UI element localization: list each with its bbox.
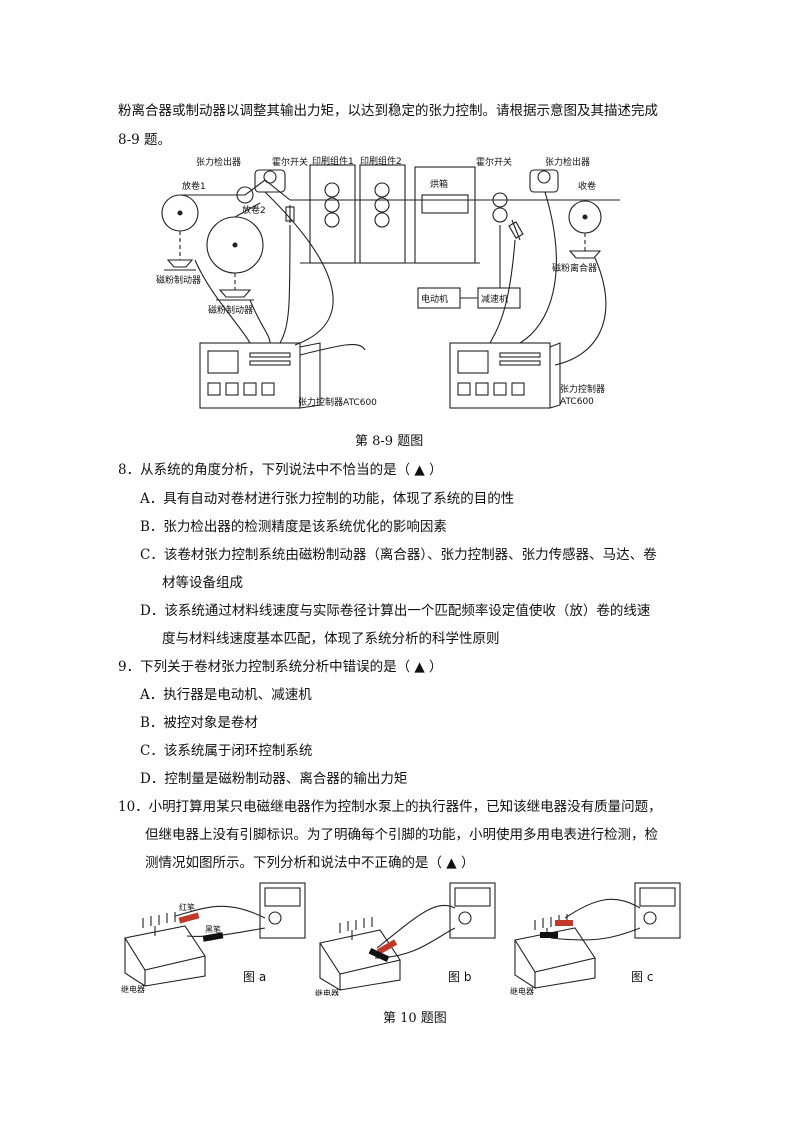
relay-label-a: 继电器 [121, 984, 145, 994]
q8-option-a: A．具有自动对卷材进行张力控制的功能，体现了系统的目的性 [140, 491, 515, 507]
tension-control-diagram: 张力检出器 霍尔开关 印刷组件1 印刷组件2 烘箱 霍尔开关 张力检出器 放卷1… [156, 155, 620, 409]
q8-option-c-line2: 材等设备组成 [162, 575, 243, 591]
label-hall-switch-right: 霍尔开关 [476, 156, 512, 168]
q9-option-d: D．控制量是磁粉制动器、离合器的输出力矩 [140, 771, 408, 787]
intro-line-1: 粉离合器或制动器以调整其输出力矩，以达到稳定的张力控制。请根据示意图及其描述完成 [118, 103, 658, 119]
relay-label-b: 继电器 [315, 988, 339, 996]
q8-option-d-line2: 度与材料线速度基本匹配，体现了系统分析的科学性原则 [162, 631, 500, 647]
label-reducer: 减速机 [481, 293, 508, 305]
fig-a-label: 图 a [243, 970, 266, 984]
label-hall-switch-left: 霍尔开关 [272, 156, 308, 168]
q10-line-2: 但继电器上没有引脚标识。为了明确每个引脚的功能，小明使用多用电表进行检测，检 [145, 827, 658, 843]
label-rewind: 收卷 [578, 180, 596, 192]
q9-option-b: B．被控对象是卷材 [140, 715, 258, 731]
label-print-unit-2: 印刷组件2 [360, 155, 402, 167]
oven-frame [414, 166, 476, 264]
q8-option-b: B．张力检出器的检测精度是该系统优化的影响因素 [140, 519, 447, 535]
relay-label-c: 继电器 [510, 986, 534, 996]
q9-option-c: C．该系统属于闭环控制系统 [140, 743, 313, 759]
label-controller-right-2: ATC600 [560, 397, 594, 407]
figure-10-caption: 第 10 题图 [383, 1011, 447, 1026]
label-mag-brake-2: 磁粉制动器 [208, 304, 253, 316]
q9-option-a: A．执行器是电动机、减速机 [140, 687, 312, 703]
fig-a-group [124, 882, 306, 988]
intro-line-2: 8-9 题。 [118, 132, 172, 148]
fig-c-group [514, 882, 681, 990]
q8-stem: 8．从系统的角度分析，下列说法中不恰当的是（ ▲ ） [118, 462, 443, 478]
label-controller-right-1: 张力控制器 [560, 383, 605, 395]
fig-c-label: 图 c [631, 970, 653, 984]
label-unwind-1: 放卷1 [182, 180, 206, 192]
print-unit-2-frame [359, 164, 406, 264]
q9-stem: 9．下列关于卷材张力控制系统分析中错误的是（ ▲ ） [118, 659, 443, 675]
figure-89-caption: 第 8-9 题图 [355, 434, 424, 449]
label-unwind-2: 放卷2 [242, 204, 266, 216]
label-mag-clutch: 磁粉离合器 [552, 262, 597, 274]
q10-line-3: 测情况如图所示。下列分析和说法中不正确的是（ ▲ ） [145, 855, 475, 871]
q10-line-1: 10．小明打算用某只电磁继电器作为控制水泵上的执行器件，已知该继电器没有质量问题… [118, 799, 662, 815]
probe-red-label: 红笔 [179, 902, 195, 912]
q8-option-d-line1: D．该系统通过材料线速度与实际卷径计算出一个匹配频率设定值使收（放）卷的线速 [140, 603, 651, 619]
print-unit-1-frame [309, 164, 356, 264]
label-print-unit-1: 印刷组件1 [312, 155, 354, 167]
label-mag-brake-1: 磁粉制动器 [156, 274, 201, 286]
probe-black-label: 黑笔 [205, 924, 221, 934]
label-controller-left: 张力控制器ATC600 [298, 396, 377, 408]
label-motor: 电动机 [421, 293, 448, 305]
fig-b-label: 图 b [448, 970, 471, 984]
label-tension-detector-right: 张力检出器 [545, 156, 590, 168]
label-oven: 烘箱 [430, 178, 448, 190]
controller-right-box [449, 342, 551, 409]
label-tension-detector-left: 张力检出器 [196, 156, 241, 168]
relay-multimeter-diagram: 红笔 黑笔 继电器 继电器 继电器 图 a 图 b 图 c [121, 882, 681, 996]
q8-option-c-line1: C．该卷材张力控制系统由磁粉制动器（离合器）、张力控制器、张力传感器、马达、卷 [140, 547, 657, 563]
